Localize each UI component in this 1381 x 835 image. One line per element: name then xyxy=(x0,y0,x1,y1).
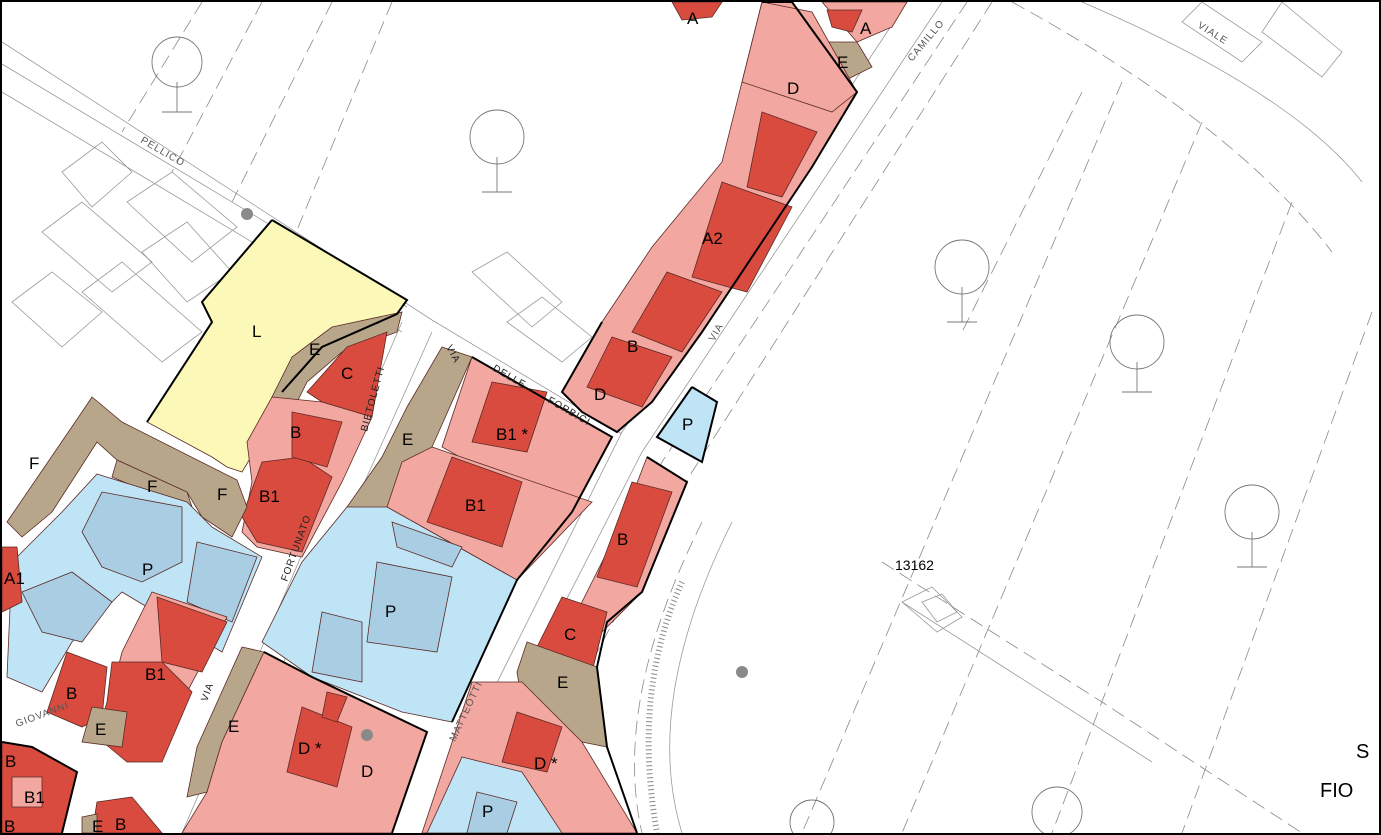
block-outlines xyxy=(2,2,859,833)
zone-e[interactable] xyxy=(271,311,403,403)
zone-label: E xyxy=(309,340,320,359)
street-label-via-left: VIA xyxy=(199,681,216,703)
zone-b-corner-pink[interactable] xyxy=(11,776,43,808)
zone-label: B1 * xyxy=(496,425,529,444)
zone-b1-red2[interactable] xyxy=(156,596,228,673)
street-label-pellico: PELLICO xyxy=(139,135,187,169)
zone-p-center-dark[interactable] xyxy=(391,521,463,568)
zone-p-dark[interactable] xyxy=(186,541,258,623)
zone-a-top2-red[interactable] xyxy=(826,9,863,33)
zone-label: B1 xyxy=(145,665,166,684)
zone-a2-red[interactable] xyxy=(586,336,673,408)
zone-label: B xyxy=(290,423,301,442)
tree-icons xyxy=(151,36,1280,833)
zone-p-center-dark[interactable] xyxy=(366,561,453,653)
tree-icon xyxy=(469,109,525,193)
zone-p-dark[interactable] xyxy=(21,571,113,643)
zone-label: D xyxy=(361,762,373,781)
zone-a1[interactable] xyxy=(2,546,23,613)
zone-label: E xyxy=(557,673,568,692)
zone-p-bottom-dark[interactable] xyxy=(466,791,518,833)
tree-icon xyxy=(1109,314,1165,393)
tree-icon xyxy=(1031,786,1083,833)
zone-label: E xyxy=(228,717,239,736)
zone-label: B xyxy=(115,815,126,833)
zone-labels: A A E D A2 L E C B D B1 * P E B F F F B1… xyxy=(4,9,872,833)
zone-label: C xyxy=(564,625,576,644)
zone-a-top[interactable] xyxy=(671,2,723,21)
zone-a2-red[interactable] xyxy=(746,111,818,198)
zone-label: A xyxy=(687,9,699,28)
zone-e-small[interactable] xyxy=(81,706,128,748)
zone-label: P xyxy=(482,802,493,821)
zone-label: P xyxy=(142,560,153,579)
marker-dot xyxy=(736,666,748,678)
zone-label: E xyxy=(402,430,413,449)
zone-label: F xyxy=(147,477,157,496)
zone-b1-mid-red[interactable] xyxy=(426,456,523,548)
zone-label: A2 xyxy=(702,229,723,248)
zone-label: D xyxy=(787,79,799,98)
edge-text-fio: FIO xyxy=(1320,780,1353,802)
zone-b-red[interactable] xyxy=(291,411,343,468)
zone-label: B1 xyxy=(259,487,280,506)
zone-e-bottom[interactable] xyxy=(81,813,98,833)
zone-label: B1 xyxy=(24,788,45,807)
zone-d-red-small[interactable] xyxy=(321,691,348,723)
zone-label: F xyxy=(29,454,39,473)
zoning-polygons xyxy=(2,2,908,833)
zone-label: E xyxy=(92,817,103,833)
zone-p-dark[interactable] xyxy=(81,491,183,583)
marker-dot xyxy=(361,729,373,741)
zone-label: P xyxy=(385,602,396,621)
zone-a2-red[interactable] xyxy=(691,181,793,293)
zone-label: P xyxy=(682,415,693,434)
zone-label: D * xyxy=(534,754,558,773)
zone-label: B xyxy=(617,530,628,549)
zone-label: D xyxy=(594,385,606,404)
zone-label: C xyxy=(341,364,353,383)
street-label-viale: VIALE xyxy=(1195,20,1229,47)
zone-d-right-red[interactable] xyxy=(501,711,563,773)
zone-label: E xyxy=(837,53,848,72)
zone-label: L xyxy=(252,322,261,341)
zone-p-center-dark[interactable] xyxy=(311,611,363,683)
parcel-number: 13162 xyxy=(895,557,934,573)
zone-label: B xyxy=(66,684,77,703)
zone-label: D * xyxy=(298,739,322,758)
zone-label: A1 xyxy=(4,569,25,588)
tree-icon xyxy=(789,799,835,833)
zone-d-top[interactable] xyxy=(741,2,858,113)
zone-label: A xyxy=(860,19,872,38)
zone-label: B1 xyxy=(465,496,486,515)
zone-label: F xyxy=(217,485,227,504)
zone-p-bottom[interactable] xyxy=(426,756,563,833)
edge-text-s: S xyxy=(1356,741,1369,763)
zone-label: B xyxy=(5,752,16,771)
street-label-via-right: VIA xyxy=(707,321,726,343)
zone-label: B xyxy=(627,337,638,356)
marker-dot xyxy=(241,208,253,220)
tree-icon xyxy=(151,36,203,113)
zone-b-right-red[interactable] xyxy=(596,481,673,588)
zone-label: E xyxy=(95,720,106,739)
embankment-hatch xyxy=(645,580,685,833)
tree-icon xyxy=(934,239,990,323)
tree-icon xyxy=(1224,484,1280,568)
zone-a2-red[interactable] xyxy=(631,271,723,353)
zone-label: B xyxy=(4,817,15,833)
